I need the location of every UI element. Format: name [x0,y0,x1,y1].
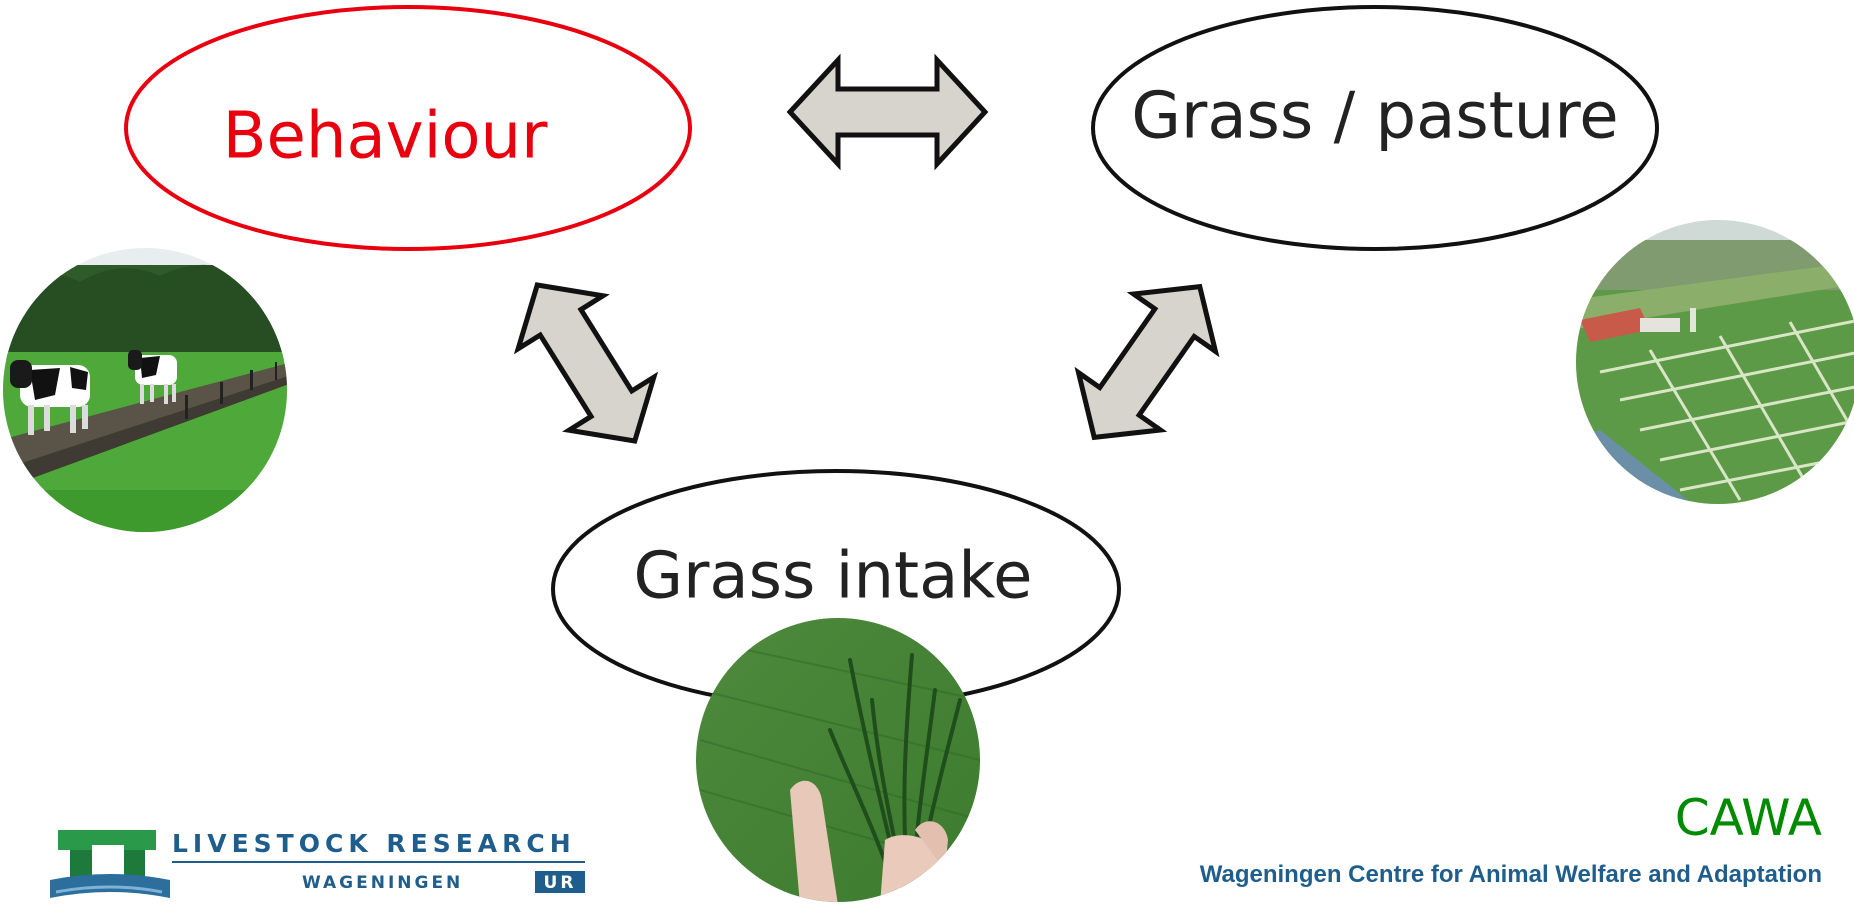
logo-mark [50,830,170,898]
arrow-pasture-intake [1053,258,1240,466]
cawa-title: CAWA [1675,789,1822,847]
aerial-field-photo [1570,215,1854,520]
arrow-behaviour-intake [495,258,677,467]
node-label-behaviour: Behaviour [223,100,548,174]
livestock-research-logo: LIVESTOCK RESEARCH WAGENINGEN UR [50,829,585,898]
logo-text-livestock-research: LIVESTOCK RESEARCH [172,829,576,858]
node-behaviour: Behaviour [126,7,690,249]
cows-walking-photo [0,240,300,552]
node-grass-pasture: Grass / pasture [1093,7,1657,249]
cawa-subtitle: Wageningen Centre for Animal Welfare and… [1200,861,1822,888]
double-arrow-shape [495,258,677,467]
arrow-behaviour-pasture [790,60,985,164]
double-arrow-shape [1053,258,1240,466]
node-label-grass-intake: Grass intake [634,540,1033,614]
double-arrow-shape [790,60,985,164]
logo-text-wageningen: WAGENINGEN [302,873,463,893]
node-label-grass-pasture: Grass / pasture [1131,80,1618,154]
cawa-branding: CAWA Wageningen Centre for Animal Welfar… [1200,789,1822,888]
logo-text-ur: UR [544,873,577,893]
